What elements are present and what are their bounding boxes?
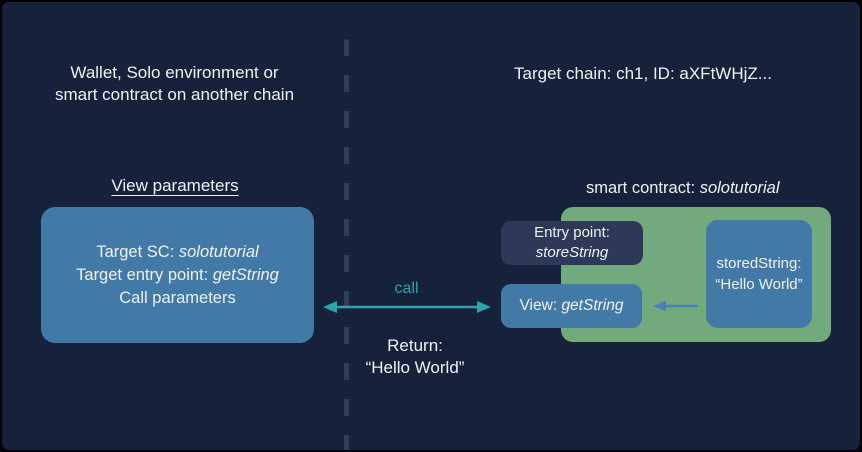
- smart-contract-name: solotutorial: [699, 179, 780, 197]
- call-parameters-line: Call parameters: [119, 288, 236, 307]
- entry-point-label: Entry point:: [534, 224, 610, 241]
- view-parameters-box: Target SC: solotutorial Target entry poi…: [41, 207, 314, 343]
- view-function-name: getString: [561, 297, 624, 314]
- stored-to-view-arrow-icon: [653, 300, 698, 312]
- target-entry-name: getString: [212, 265, 279, 284]
- target-sc-prefix: Target SC:: [96, 242, 179, 261]
- target-entry-point-line: Target entry point: getString: [76, 264, 279, 287]
- target-sc-name: solotutorial: [178, 242, 259, 261]
- smart-contract-label: smart contract: solotutorial: [586, 179, 780, 198]
- return-value-label: Return: “Hello World”: [365, 336, 465, 377]
- view-getstring-line: View: getString: [520, 297, 624, 315]
- call-label: call: [394, 280, 419, 297]
- view-parameters-text: View parameters: [111, 176, 239, 195]
- target-entry-prefix: Target entry point:: [76, 265, 213, 284]
- target-sc-line: Target SC: solotutorial: [96, 241, 258, 264]
- entry-point-box: Entry point: storeString: [501, 221, 643, 265]
- entry-point-name: storeString: [535, 244, 609, 261]
- target-chain-heading: Target chain: ch1, ID: aXFtWHjZ...: [514, 64, 772, 83]
- smart-contract-prefix: smart contract:: [586, 179, 700, 197]
- caller-heading: Wallet, Solo environment or smart contra…: [54, 63, 295, 104]
- view-parameters-label: View parameters: [25, 176, 325, 196]
- view-getstring-box: View: getString: [501, 284, 642, 328]
- stored-string-label: storedString:: [716, 255, 802, 272]
- call-bidirectional-arrow-icon: [323, 301, 491, 313]
- stored-string-box: storedString: “Hello World”: [706, 220, 812, 328]
- view-prefix: View:: [519, 297, 562, 314]
- stored-string-value: “Hello World”: [715, 276, 803, 293]
- chain-boundary-divider: [344, 39, 349, 450]
